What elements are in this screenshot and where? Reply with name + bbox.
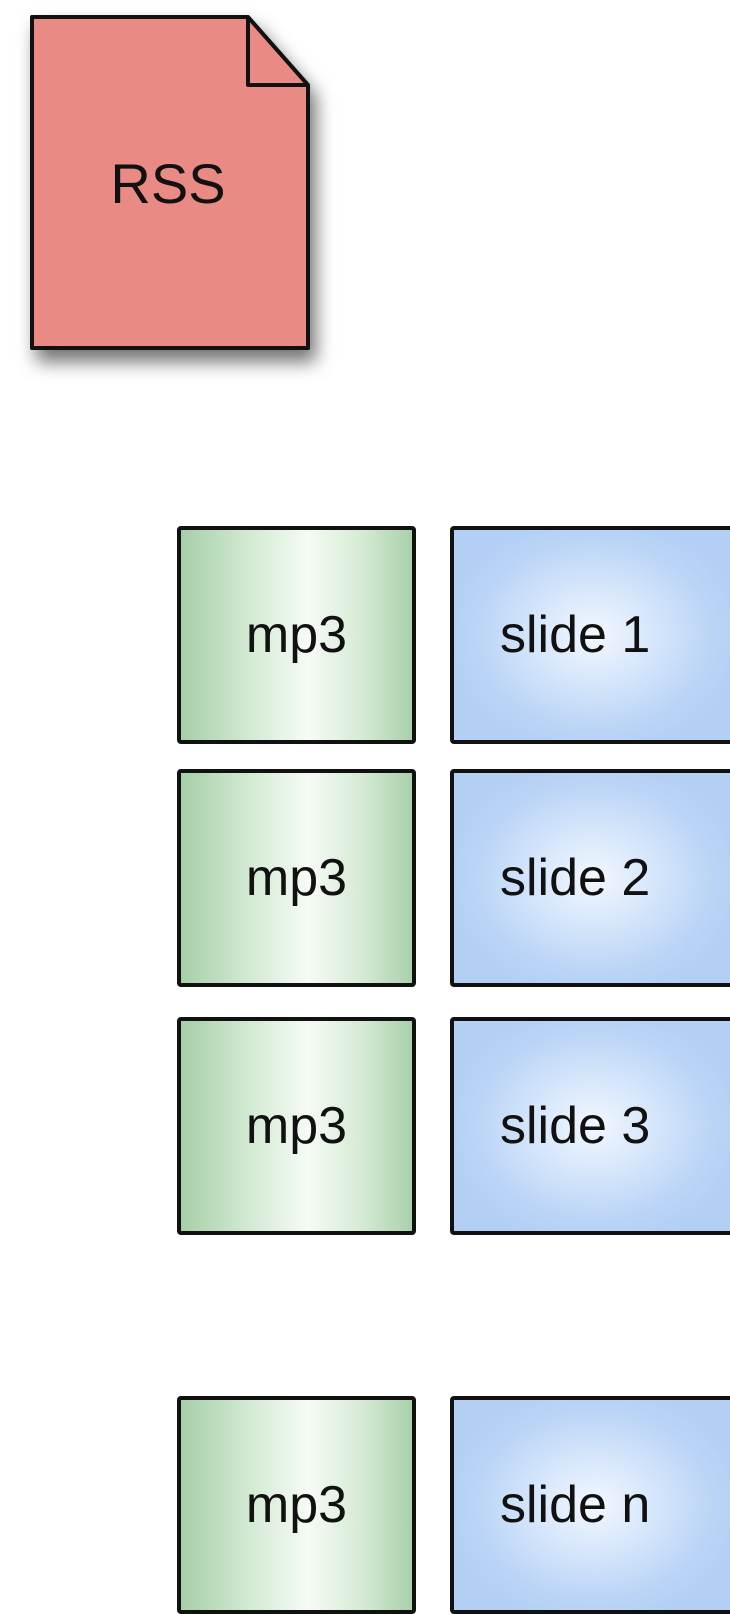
slide-block: slide 3 (450, 1017, 730, 1235)
slide-block: slide 2 (450, 769, 730, 987)
mp3-block: mp3 (177, 1396, 416, 1614)
rss-label: RSS (110, 152, 226, 215)
slide-block: slide n (450, 1396, 730, 1614)
mp3-block: mp3 (177, 1017, 416, 1235)
media-row-n: mp3 slide n (0, 1396, 730, 1614)
mp3-block: mp3 (177, 526, 416, 744)
media-row-2: mp3 slide 2 (0, 769, 730, 987)
slide-block: slide 1 (450, 526, 730, 744)
media-row-1: mp3 slide 1 (0, 526, 730, 744)
media-row-3: mp3 slide 3 (0, 1017, 730, 1235)
mp3-block: mp3 (177, 769, 416, 987)
rss-document-icon: RSS (26, 13, 318, 358)
rss-document-shape (30, 15, 310, 350)
